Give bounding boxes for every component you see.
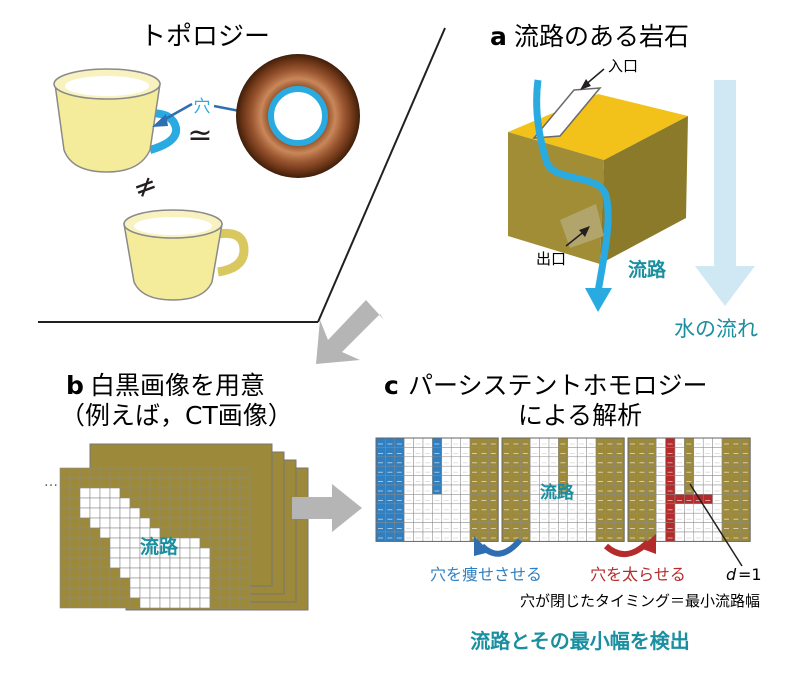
conclusion-text: 流路とその最小幅を検出: [470, 629, 689, 653]
channel-path: [533, 79, 612, 293]
grid-thickened: [627, 437, 751, 542]
arrow-icon: [152, 114, 168, 127]
arrow-icon: [292, 484, 362, 532]
channel-label-a: 流路: [628, 258, 667, 281]
cup-icon: [123, 209, 249, 301]
panel-b-title-line1: 白黒画像を用意: [90, 371, 265, 400]
channel-label-c: 流路: [540, 482, 575, 503]
d-label: d: [726, 565, 737, 584]
channel-label-b: 流路: [140, 535, 179, 558]
d-pointer-line: [689, 483, 743, 567]
arrow-icon: [640, 534, 656, 554]
image-stack-icon: [59, 443, 309, 611]
panel-c-letter: c: [384, 371, 399, 400]
water-flow-label: 水の流れ: [674, 317, 758, 341]
panel-b-letter: b: [66, 371, 84, 400]
hole-label: 穴: [194, 97, 211, 117]
divider-diagonal: [317, 27, 446, 323]
grid-thinned: [501, 437, 625, 542]
panel-b-title-line2: （例えば，CT画像）: [60, 401, 293, 430]
arrow-icon: [474, 536, 490, 556]
cup-icon: [53, 68, 181, 173]
topology-title: トポロジー: [140, 22, 270, 52]
outlet-label: 出口: [536, 250, 566, 268]
inlet-label: 入口: [608, 57, 638, 75]
arrow-icon: [585, 288, 612, 312]
panel-a-letter: a: [490, 22, 507, 51]
panel-a-title: 流路のある岩石: [514, 22, 689, 51]
panel-c-title-line2: による解析: [518, 401, 642, 430]
donut-icon: [236, 54, 360, 178]
grid-original: [375, 437, 499, 542]
not-homeomorphic-symbol: ≠: [129, 167, 162, 206]
panel-c-title-line1: パーシステントホモロジー: [408, 371, 708, 400]
timing-text: 穴が閉じたタイミング＝最小流路幅: [520, 592, 760, 610]
water-flow-arrow: [695, 80, 755, 306]
ellipsis: …: [44, 474, 58, 490]
d-value: =1: [738, 565, 762, 584]
thin-label: 穴を痩せさせる: [430, 565, 542, 584]
homeomorphic-symbol: ≃: [187, 118, 212, 153]
thicken-label: 穴を太らせる: [590, 565, 686, 584]
arrow-icon: [316, 300, 384, 364]
